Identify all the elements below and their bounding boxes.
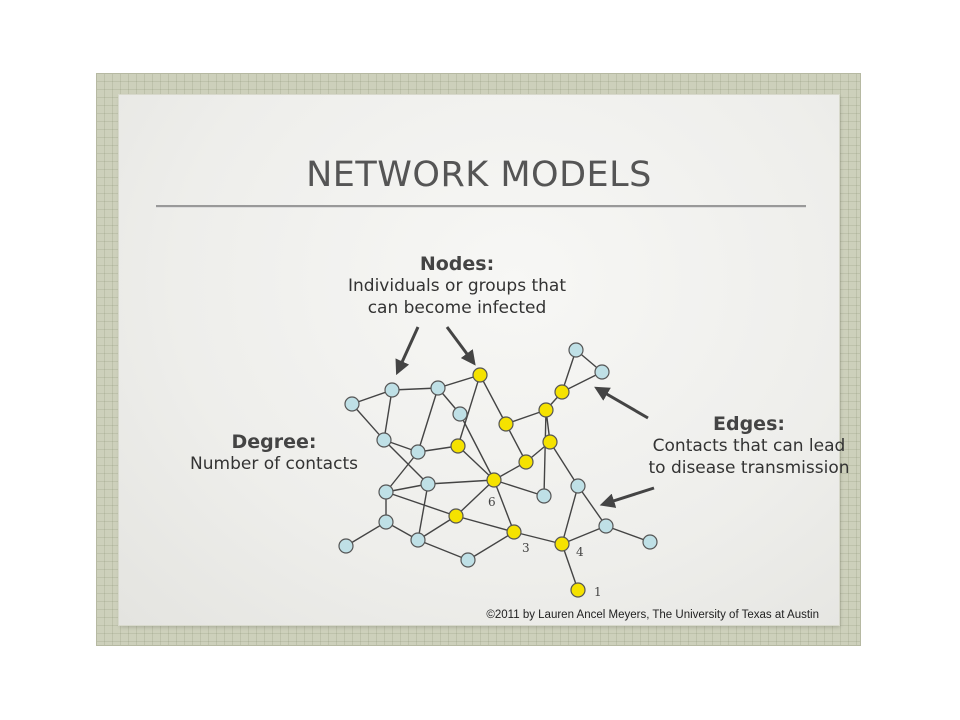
edge — [605, 525, 651, 543]
infected-node — [506, 524, 522, 540]
infected-node — [570, 582, 586, 598]
edge — [385, 451, 419, 493]
edge — [549, 441, 579, 487]
nodes-description-line2: can become infected — [367, 298, 547, 318]
edges-arrow-upper — [594, 386, 649, 420]
nodes-label: Nodes: Individuals or groups that can be… — [337, 253, 577, 319]
title-divider — [156, 205, 806, 207]
edges-description-line1: Contacts that can lead — [652, 436, 846, 456]
edge — [577, 485, 607, 527]
infected-node — [498, 416, 514, 432]
edge — [457, 445, 495, 481]
edge — [455, 479, 495, 517]
slide: NETWORK MODELS Nodes: Individuals or gro… — [119, 95, 850, 625]
node — [378, 514, 394, 530]
degree-count-label: 1 — [594, 585, 602, 599]
node — [376, 432, 392, 448]
node — [460, 552, 476, 568]
edge — [493, 479, 545, 497]
node — [568, 342, 584, 358]
degree-count-label: 6 — [488, 495, 496, 509]
edge — [417, 539, 469, 561]
edge — [543, 409, 547, 497]
degree-heading: Degree: — [231, 431, 317, 453]
nodes-heading: Nodes: — [419, 253, 495, 275]
edge — [385, 491, 457, 517]
edges-description-line2: to disease transmission — [648, 458, 850, 478]
nodes-arrow-left — [395, 326, 420, 376]
network-diagram: 6 3 4 1 — [338, 326, 658, 599]
node — [338, 538, 354, 554]
node — [410, 444, 426, 460]
slide-frame: NETWORK MODELS Nodes: Individuals or gro… — [96, 73, 861, 646]
edge — [427, 479, 495, 485]
nodes-arrow-right — [445, 326, 476, 366]
edge — [455, 515, 515, 533]
node — [642, 534, 658, 550]
edge — [383, 439, 429, 485]
node — [536, 488, 552, 504]
edge — [351, 403, 385, 441]
edge — [479, 374, 507, 425]
degree-description: Number of contacts — [190, 454, 358, 474]
edge — [467, 531, 515, 561]
node — [570, 478, 586, 494]
infected-node — [486, 472, 502, 488]
edge — [459, 413, 495, 481]
edge — [561, 525, 607, 545]
edge — [345, 521, 387, 547]
infected-node — [554, 536, 570, 552]
edge — [561, 485, 579, 545]
node — [344, 396, 360, 412]
node — [594, 364, 610, 380]
degree-label: Degree: Number of contacts — [179, 431, 369, 475]
edge — [561, 543, 579, 591]
edge — [457, 374, 481, 447]
edge — [391, 387, 439, 391]
node — [452, 406, 468, 422]
edge — [417, 483, 429, 541]
edges-heading: Edges: — [713, 413, 785, 435]
copyright-footer: ©2011 by Lauren Ancel Meyers, The Univer… — [486, 609, 819, 621]
node — [410, 532, 426, 548]
node — [378, 484, 394, 500]
node — [420, 476, 436, 492]
infected-node — [450, 438, 466, 454]
degree-count-label: 4 — [576, 545, 584, 559]
infected-node — [472, 367, 488, 383]
node — [430, 380, 446, 396]
infected-node — [542, 434, 558, 450]
edges-label: Edges: Contacts that can lead to disease… — [639, 413, 859, 479]
node — [598, 518, 614, 534]
node — [384, 382, 400, 398]
edge — [417, 387, 439, 453]
infected-node — [554, 384, 570, 400]
slide-title: NETWORK MODELS — [306, 155, 652, 195]
degree-count-label: 3 — [522, 541, 530, 555]
infected-node — [538, 402, 554, 418]
edge — [493, 479, 515, 533]
edge — [513, 531, 563, 545]
edge — [383, 389, 393, 441]
edges-arrow-lower — [599, 486, 655, 508]
infected-node — [518, 454, 534, 470]
infected-node — [448, 508, 464, 524]
nodes-description-line1: Individuals or groups that — [347, 276, 566, 296]
